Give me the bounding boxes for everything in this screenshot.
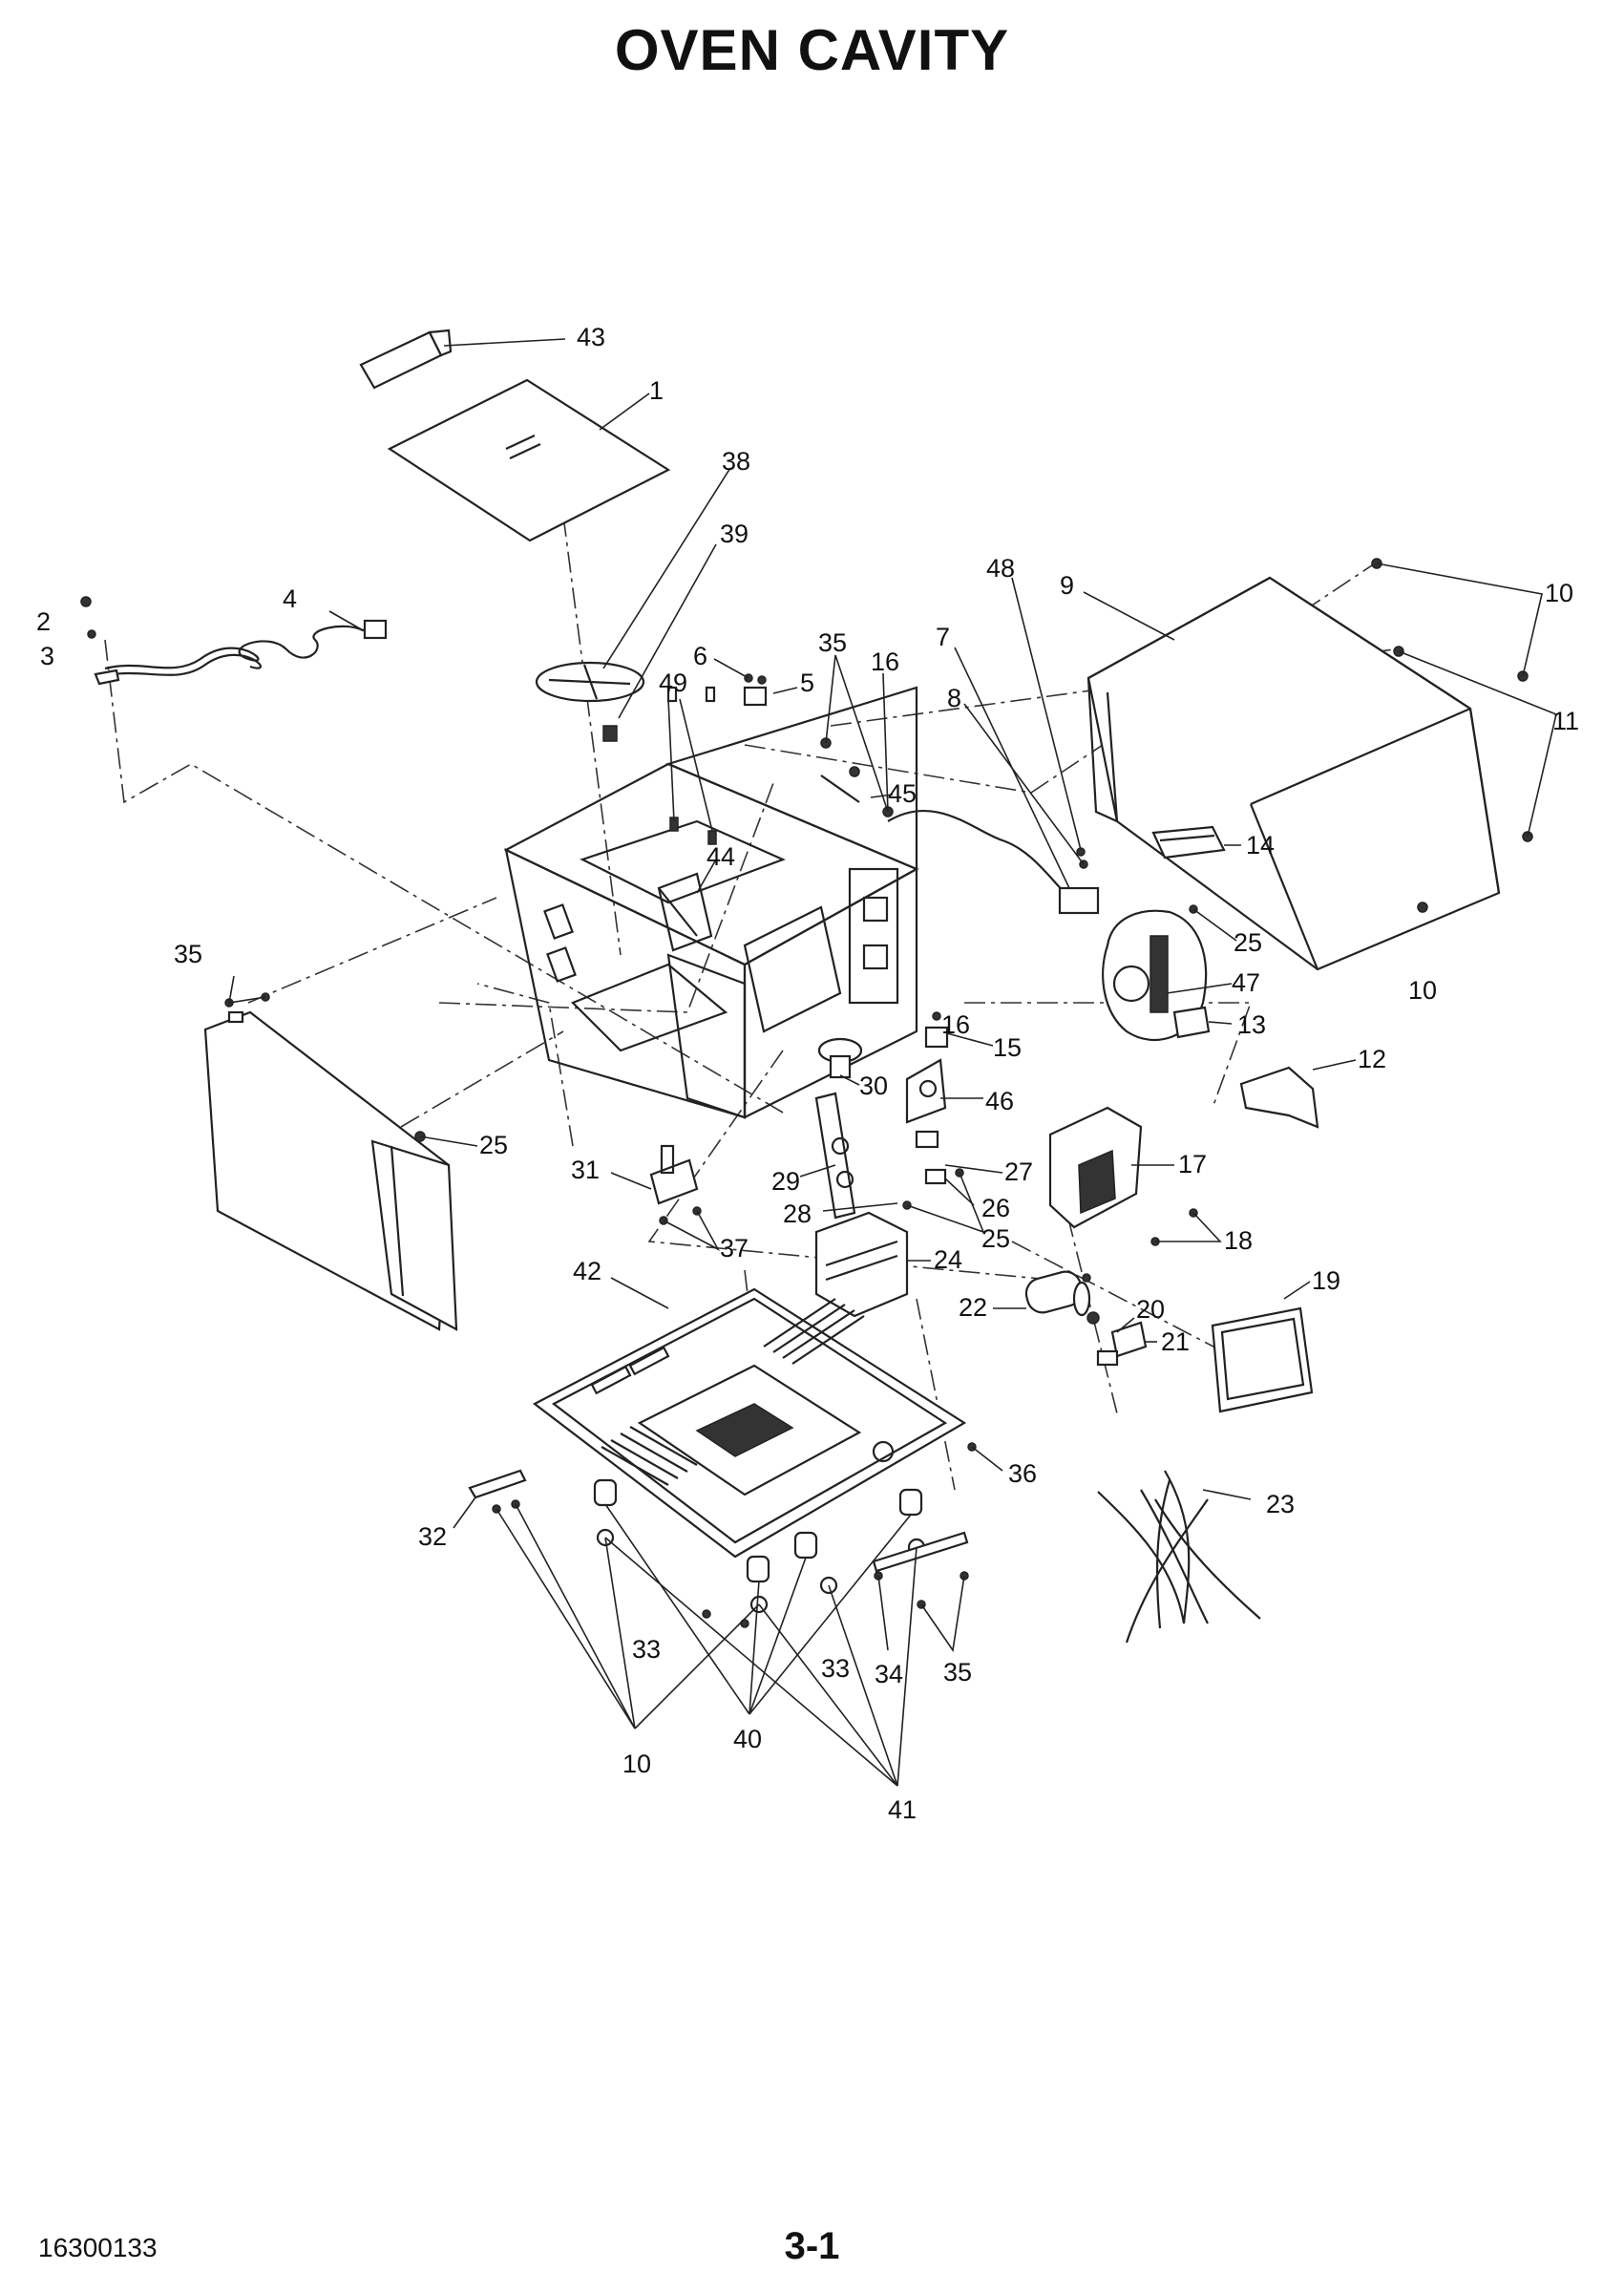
callout-15: 15: [993, 1033, 1022, 1062]
part-46-bracket: [905, 1058, 947, 1124]
part-31-switch: [649, 1144, 702, 1225]
part-40-feet: [593, 1478, 923, 1583]
callout-44: 44: [707, 842, 735, 871]
part-9-outer-case: [1086, 576, 1501, 971]
callout-49: 49: [659, 668, 687, 697]
callout-41: 41: [888, 1795, 917, 1824]
callout-25: 25: [981, 1224, 1010, 1253]
part-12-cover: [1239, 1066, 1319, 1129]
callout-34: 34: [875, 1660, 903, 1688]
page-number: 3-1: [784, 2225, 840, 2267]
callout-21: 21: [1161, 1327, 1190, 1356]
callout-35: 35: [943, 1658, 972, 1687]
callout-12: 12: [1358, 1045, 1386, 1073]
callout-25: 25: [479, 1131, 508, 1159]
callout-37: 37: [720, 1234, 749, 1263]
callout-labels: 43 1 38 39 4 2 3 48 9 10 11 7 8 35 16 6 …: [36, 323, 1579, 1824]
oven-cavity-body: [503, 686, 919, 1119]
callout-27: 27: [1004, 1157, 1033, 1186]
callout-9: 9: [1060, 571, 1074, 600]
part-38-roller-ring: [535, 661, 645, 703]
part-4-power-cord: [80, 596, 388, 686]
callout-7: 7: [936, 623, 950, 651]
callout-23: 23: [1266, 1490, 1295, 1518]
part-20-21-diode-bracket: [1082, 1273, 1148, 1367]
callout-33: 33: [632, 1635, 661, 1664]
part-24-magnetron: [814, 1211, 909, 1318]
part-1-plate: [387, 378, 671, 542]
callout-8: 8: [947, 684, 961, 712]
screws-upper: [820, 737, 894, 817]
callout-13: 13: [1237, 1010, 1266, 1039]
part-22-capacitor: [1024, 1270, 1091, 1317]
callout-43: 43: [577, 323, 605, 351]
part-32-bracket: [468, 1469, 527, 1499]
callout-38: 38: [722, 447, 750, 476]
part-17-transformer: [1048, 1106, 1198, 1246]
callout-24: 24: [934, 1245, 962, 1274]
leader-lines: [228, 338, 1557, 1787]
part-29-latch-board: [814, 1092, 964, 1220]
callout-18: 18: [1224, 1226, 1253, 1255]
callout-16: 16: [871, 647, 899, 676]
part-15-thermostat: [924, 1011, 949, 1049]
part-23-wire-harness: [1097, 1470, 1261, 1644]
callout-16: 16: [941, 1010, 970, 1039]
callout-33: 33: [821, 1654, 850, 1683]
callout-39: 39: [720, 520, 749, 548]
callout-31: 31: [571, 1156, 600, 1184]
callout-22: 22: [959, 1293, 987, 1322]
callout-35: 35: [174, 940, 202, 968]
callout-40: 40: [733, 1725, 762, 1753]
callout-14: 14: [1246, 831, 1275, 860]
door-assembly: [203, 992, 458, 1331]
callout-45: 45: [888, 779, 917, 808]
callout-32: 32: [418, 1522, 447, 1551]
callout-48: 48: [986, 554, 1015, 583]
callout-10: 10: [622, 1750, 651, 1778]
callout-25: 25: [1234, 928, 1262, 957]
part-47-fan-motor: [1102, 904, 1211, 1041]
callout-20: 20: [1136, 1295, 1165, 1324]
callout-28: 28: [783, 1199, 812, 1228]
part-5-6-bracket: [743, 673, 768, 707]
callout-47: 47: [1232, 968, 1260, 997]
callout-5: 5: [800, 668, 814, 697]
callout-42: 42: [573, 1257, 601, 1285]
part-44-waveguide: [657, 872, 713, 952]
callout-29: 29: [771, 1167, 800, 1196]
part-14-control-board: [1151, 825, 1226, 860]
callout-10: 10: [1408, 976, 1437, 1005]
callout-19: 19: [1312, 1266, 1340, 1295]
callout-36: 36: [1008, 1459, 1037, 1488]
callout-4: 4: [283, 584, 297, 613]
callout-11: 11: [1552, 707, 1579, 735]
part-39-coupler: [602, 725, 618, 742]
part-42-base-plate: [532, 1287, 967, 1559]
callout-1: 1: [649, 376, 664, 405]
part-19-cover-plate: [1211, 1306, 1314, 1413]
part-30-turntable-motor: [817, 1037, 863, 1079]
callout-30: 30: [859, 1072, 888, 1100]
part-43-grease-tube: [359, 329, 453, 390]
callout-3: 3: [40, 642, 54, 670]
page-title: OVEN CAVITY: [614, 18, 1010, 82]
callout-2: 2: [36, 607, 51, 636]
part-7-8-48-switch: [887, 810, 1100, 915]
callout-17: 17: [1178, 1150, 1207, 1178]
callout-46: 46: [985, 1087, 1014, 1115]
callout-6: 6: [693, 642, 707, 670]
callout-26: 26: [981, 1194, 1010, 1222]
callout-10: 10: [1545, 579, 1573, 607]
document-number: 16300133: [38, 2233, 158, 2262]
callout-35: 35: [818, 628, 847, 657]
